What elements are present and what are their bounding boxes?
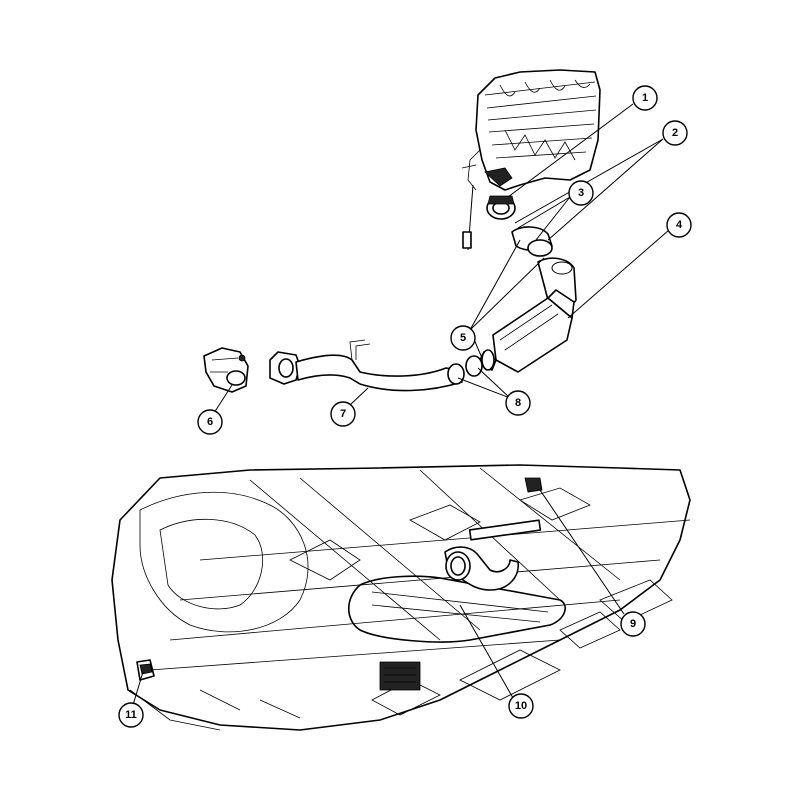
leader-8a	[457, 377, 511, 399]
callout-7-label: 7	[340, 408, 346, 420]
callout-3: 3	[568, 180, 594, 206]
leader-9	[539, 489, 625, 615]
callout-2-label: 2	[672, 127, 678, 139]
leader-5a	[469, 239, 521, 331]
callout-2: 2	[662, 120, 688, 146]
leader-3b	[535, 196, 571, 241]
callout-10-label: 10	[515, 700, 527, 712]
callout-11: 11	[118, 702, 144, 728]
leader-3a	[517, 196, 571, 229]
callout-5: 5	[450, 325, 476, 351]
leader-5b	[469, 257, 545, 331]
callout-8-label: 8	[515, 397, 521, 409]
callout-4: 4	[666, 212, 692, 238]
callout-1-label: 1	[642, 92, 648, 104]
callout-11-label: 11	[125, 709, 137, 721]
part-3-pipe-flange	[511, 226, 577, 310]
callout-1: 1	[632, 85, 658, 111]
part-4-catalytic-converter	[477, 289, 575, 373]
leader-6	[213, 384, 233, 414]
callout-9-label: 9	[630, 618, 636, 630]
leader-2a	[514, 138, 664, 224]
leader-4	[567, 229, 670, 319]
leader-8b	[477, 367, 511, 399]
leader-2b	[547, 138, 664, 241]
engine-illustration	[461, 69, 601, 251]
callout-5-label: 5	[460, 332, 466, 344]
part-1-gasket	[486, 195, 516, 220]
leader-11	[132, 671, 144, 706]
callout-9: 9	[620, 611, 646, 637]
leader-10	[459, 604, 514, 699]
callout-4-label: 4	[676, 219, 683, 231]
callout-8: 8	[505, 390, 531, 416]
callout-6-label: 6	[207, 416, 213, 428]
leader-lines	[132, 103, 670, 706]
vehicle-underbody-illustration	[111, 464, 691, 731]
callout-7: 7	[330, 401, 356, 427]
part-7-intermediate-pipe	[269, 339, 483, 392]
callout-6: 6	[197, 409, 223, 435]
leader-7	[349, 387, 369, 406]
callout-3-label: 3	[578, 187, 584, 199]
leader-1	[507, 103, 634, 198]
callout-10: 10	[508, 693, 534, 719]
part-6-hanger-bracket	[203, 347, 249, 393]
callouts: 1 2 3 4 5 6 7 8	[118, 85, 692, 728]
